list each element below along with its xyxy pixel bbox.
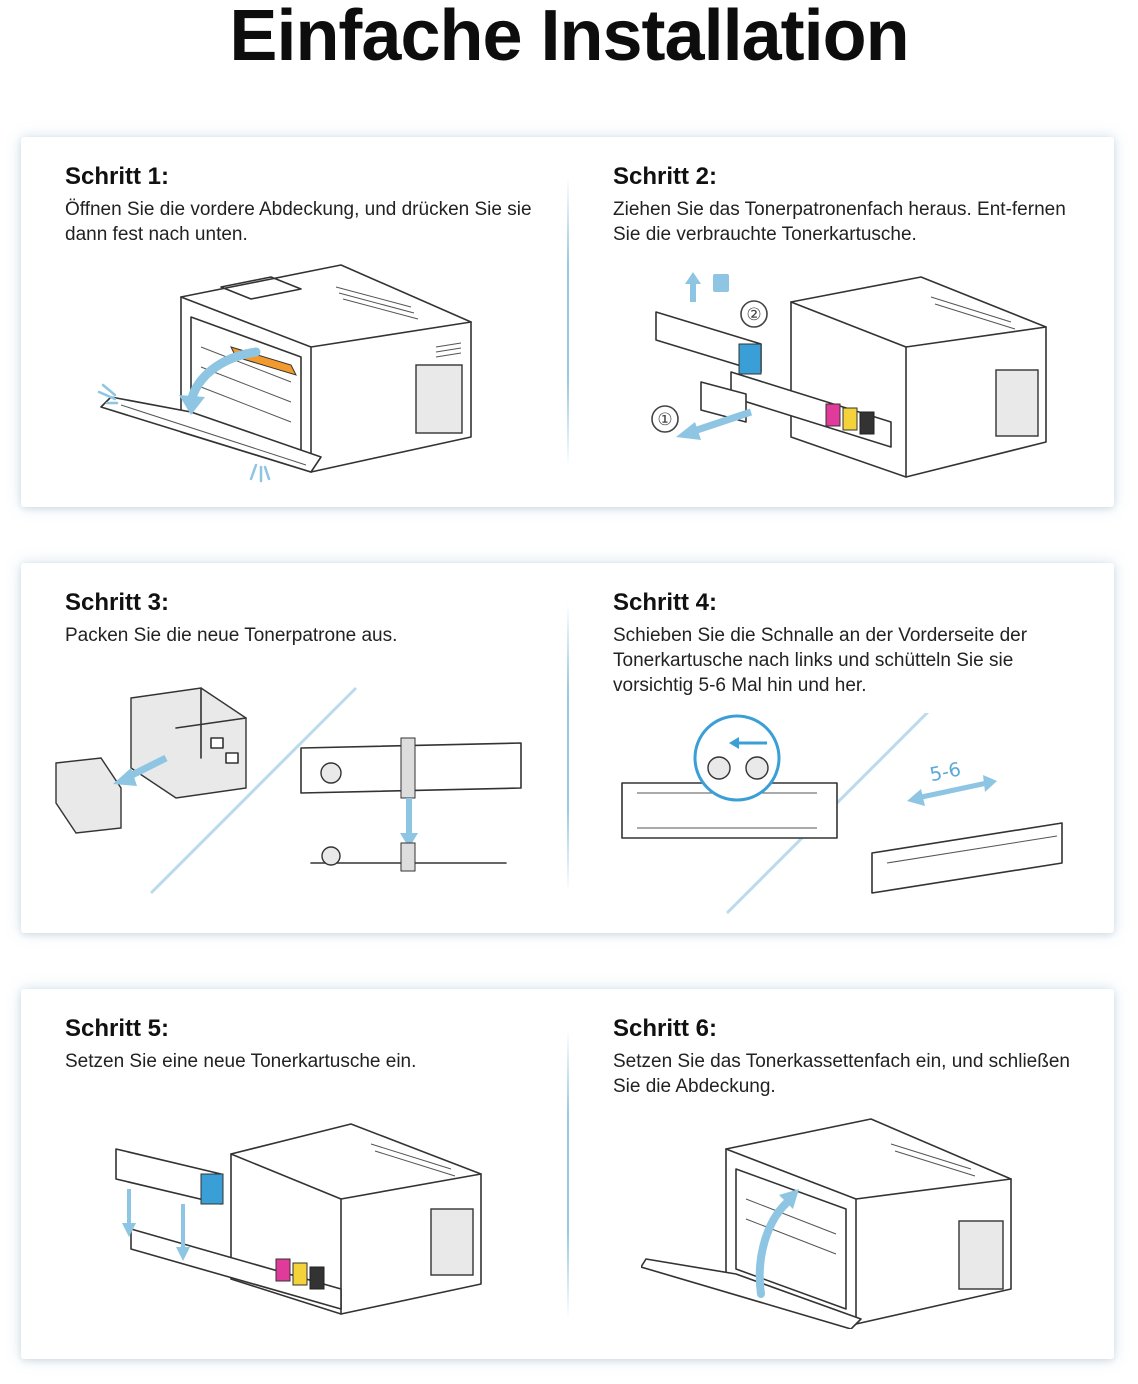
step-1-text: Öffnen Sie die vordere Abdeckung, und dr… [65, 199, 532, 245]
step-3-title: Schritt 3: [65, 589, 170, 616]
step-2: Schritt 2: Ziehen Sie das Tonerpatronenf… [613, 163, 1083, 247]
step-5-title: Schritt 5: [65, 1015, 170, 1042]
panel-steps-3-4: Schritt 3: Packen Sie die neue Tonerpatr… [21, 563, 1114, 933]
step-2-marker-1: ① [657, 410, 672, 430]
step-1-title: Schritt 1: [65, 163, 170, 190]
step-4-illustration-shake-cartridge: 5-6 [621, 713, 1063, 915]
step-1: Schritt 1: Öffnen Sie die vordere Abdeck… [65, 163, 535, 247]
panel-steps-1-2: Schritt 1: Öffnen Sie die vordere Abdeck… [21, 137, 1114, 507]
step-4-shake-label: 5-6 [928, 758, 963, 786]
step-4: Schritt 4: Schieben Sie die Schnalle an … [613, 589, 1083, 698]
step-2-title: Schritt 2: [613, 163, 718, 190]
step-2-marker-2: ② [746, 305, 761, 325]
panel-divider [567, 177, 569, 467]
step-5: Schritt 5: Setzen Sie eine neue Tonerkar… [65, 1015, 535, 1074]
panel-steps-5-6: Schritt 5: Setzen Sie eine neue Tonerkar… [21, 989, 1114, 1359]
step-5-text: Setzen Sie eine neue Tonerkartusche ein. [65, 1051, 417, 1072]
step-2-illustration-remove-cartridge: ② ① [651, 272, 1047, 478]
step-6-illustration-close-cover [641, 1118, 1012, 1329]
step-3-text: Packen Sie die neue Tonerpatrone aus. [65, 625, 398, 646]
panel-divider [567, 1029, 569, 1319]
step-6: Schritt 6: Setzen Sie das Tonerkassetten… [613, 1015, 1083, 1099]
step-6-text: Setzen Sie das Tonerkassettenfach ein, u… [613, 1051, 1070, 1097]
step-5-illustration-insert-cartridge [115, 1123, 482, 1315]
panel-divider [567, 603, 569, 893]
page-title: Einfache Installation [229, 0, 909, 76]
step-4-text: Schieben Sie die Schnalle an der Vorders… [613, 625, 1028, 696]
step-3: Schritt 3: Packen Sie die neue Tonerpatr… [65, 589, 535, 648]
step-1-illustration-printer-open-cover [97, 264, 472, 483]
step-6-title: Schritt 6: [613, 1015, 718, 1042]
step-4-title: Schritt 4: [613, 589, 718, 616]
step-3-illustration-unpack-cartridge [55, 686, 522, 895]
step-2-text: Ziehen Sie das Tonerpatronenfach heraus.… [613, 199, 1066, 245]
